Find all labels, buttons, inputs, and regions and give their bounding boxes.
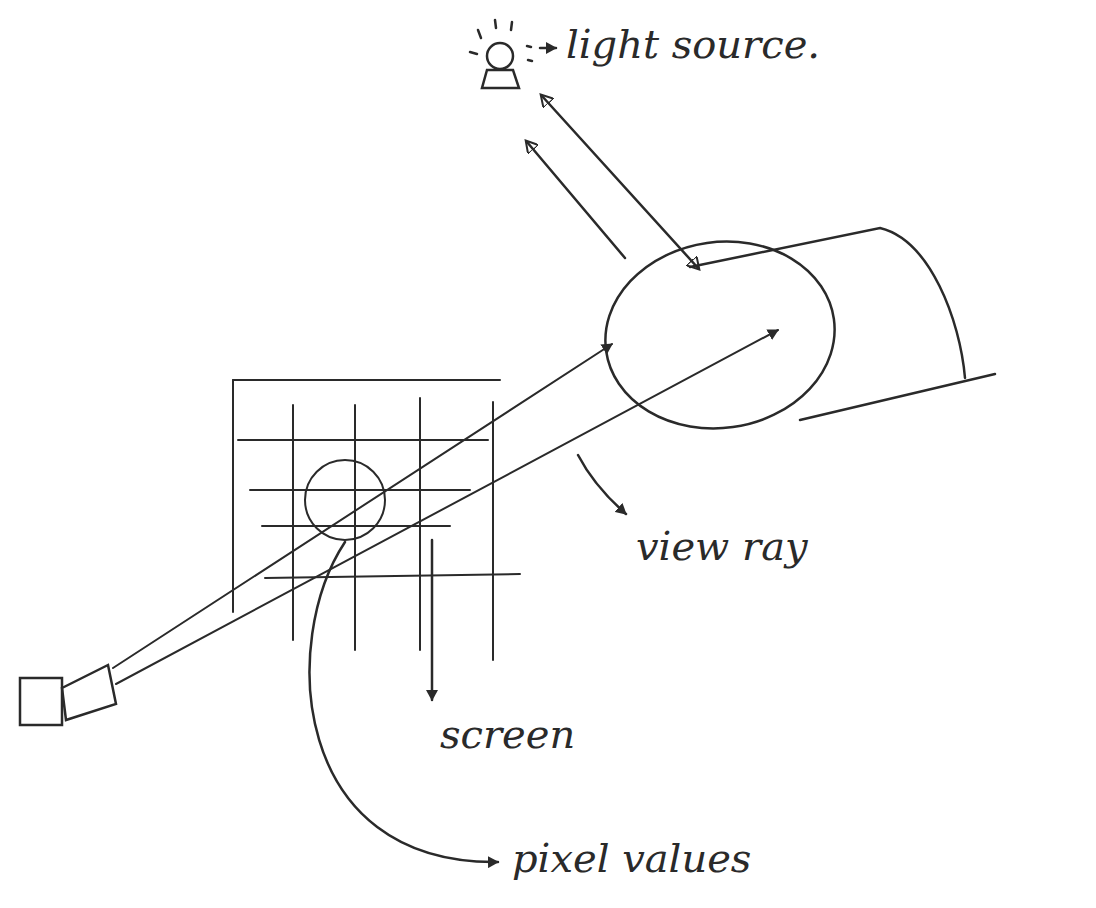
leader-line [310,542,498,862]
leader-line [431,540,434,700]
light-rays [527,96,698,268]
screen-grid [233,380,520,660]
view-rays [113,330,778,684]
light-bulb [470,20,556,88]
leader-line [578,455,626,514]
pixel-values-label: pixel values [512,836,751,880]
cylinder-object [593,227,995,443]
screen-label: screen [440,712,575,756]
camera [20,665,116,725]
view-ray-label: view ray [636,524,808,568]
light-source-label: light source. [566,22,820,66]
